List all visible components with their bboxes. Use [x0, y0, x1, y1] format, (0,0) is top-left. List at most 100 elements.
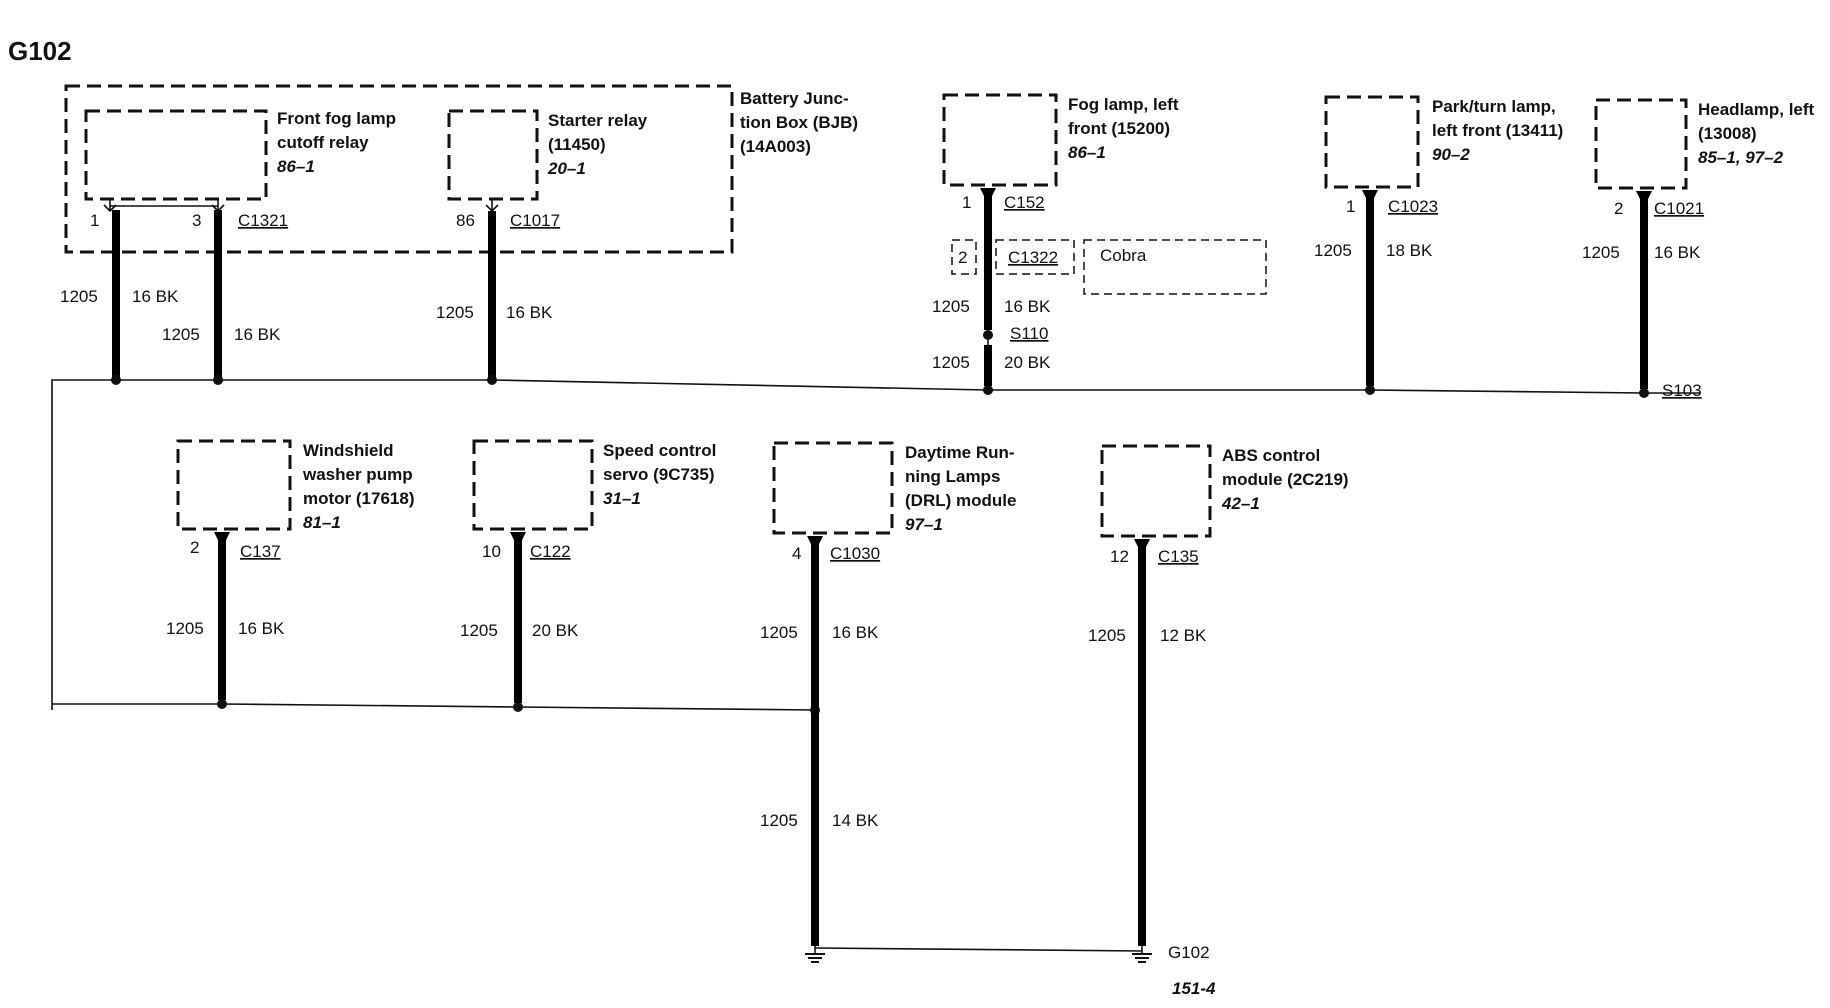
connector-c1023: C1023 — [1388, 197, 1438, 216]
junction-dot — [983, 385, 993, 395]
connector-c1321: C1321 — [238, 211, 288, 230]
park-turn-lamp-left-front — [1324, 95, 1420, 189]
ground-icon — [1132, 946, 1152, 963]
servo-pin: 10 — [482, 542, 501, 561]
park-lamp-ref: 90–2 — [1432, 145, 1470, 164]
gauge-label: 16 BK — [506, 303, 553, 322]
servo-ref: 31–1 — [603, 489, 641, 508]
abs-ref: 42–1 — [1221, 494, 1260, 513]
junction-dot — [513, 702, 523, 712]
c1322-pin: 2 — [958, 248, 967, 267]
servo-label-line1: Speed control — [603, 441, 716, 460]
fog-lamp-label-line2: front (15200) — [1068, 119, 1170, 138]
circuit-label: 1205 — [460, 621, 498, 640]
fog-relay-ref: 86–1 — [277, 157, 315, 176]
c1322-pin-box — [951, 239, 977, 275]
circuit-label: 1205 — [932, 297, 970, 316]
junction-dot — [487, 375, 497, 385]
abs-label-line2: module (2C219) — [1222, 470, 1349, 489]
diagram-title: G102 — [8, 36, 72, 66]
fog-lamp-label-line1: Fog lamp, left — [1068, 95, 1179, 114]
drl-label-line2: ning Lamps — [905, 467, 1000, 486]
gauge-label: 12 BK — [1160, 626, 1207, 645]
junction-dot — [1639, 388, 1649, 398]
circuit-label: 1205 — [60, 287, 98, 306]
circuit-label: 1205 — [1088, 626, 1126, 645]
windshield-washer-pump-motor — [176, 439, 292, 531]
circuit-label: 1205 — [1314, 241, 1352, 260]
fog-relay-label-line2: cutoff relay — [277, 133, 369, 152]
junction-dot — [1365, 385, 1375, 395]
abs-control-module — [1100, 444, 1212, 538]
circuit-label: 1205 — [1582, 243, 1620, 262]
front-fog-lamp-cutoff-relay — [84, 109, 268, 201]
pin-arrow-icon — [103, 199, 117, 213]
starter-relay-ref: 20–1 — [547, 159, 586, 178]
bjb-label-line3: (14A003) — [740, 137, 811, 156]
abs-label-line1: ABS control — [1222, 446, 1320, 465]
drl-ref: 97–1 — [905, 515, 943, 534]
starter-relay — [447, 109, 539, 201]
fog-lamp-pin: 1 — [962, 193, 971, 212]
connector-c152: C152 — [1004, 193, 1045, 212]
gauge-label: 20 BK — [532, 621, 579, 640]
gauge-label: 16 BK — [1004, 297, 1051, 316]
circuit-label: 1205 — [760, 623, 798, 642]
headlamp-label-line1: Headlamp, left — [1698, 100, 1815, 119]
circuit-label: 1205 — [166, 619, 204, 638]
ground-g102-label: G102 — [1168, 943, 1210, 962]
gauge-label: 16 BK — [832, 623, 879, 642]
washer-label-line1: Windshield — [303, 441, 394, 460]
connector-c1021: C1021 — [1654, 199, 1704, 218]
bjb-label-line2: tion Box (BJB) — [740, 113, 858, 132]
gauge-label: 16 BK — [1654, 243, 1701, 262]
abs-pin: 12 — [1110, 547, 1129, 566]
circuit-label: 1205 — [162, 325, 200, 344]
gauge-label: 16 BK — [234, 325, 281, 344]
gauge-label: 16 BK — [132, 287, 179, 306]
connector-c137: C137 — [240, 542, 281, 561]
speed-control-servo — [472, 439, 594, 531]
drl-label-line3: (DRL) module — [905, 491, 1016, 510]
drl-pin: 4 — [792, 544, 801, 563]
splice-s110: S110 — [1010, 324, 1048, 343]
connector-c1017: C1017 — [510, 211, 560, 230]
headlamp-ref: 85–1, 97–2 — [1698, 148, 1784, 167]
splice-dot — [983, 330, 993, 340]
gauge-label: 14 BK — [832, 811, 879, 830]
connector-c1030: C1030 — [830, 544, 880, 563]
washer-pin: 2 — [190, 538, 199, 557]
connector-c122: C122 — [530, 542, 571, 561]
ground-icon — [805, 946, 825, 963]
servo-label-line2: servo (9C735) — [603, 465, 715, 484]
splice-s103: S103 — [1662, 381, 1702, 400]
park-lamp-pin: 1 — [1346, 197, 1355, 216]
bjb-label-line1: Battery Junc- — [740, 89, 849, 108]
c1322-connector-box — [995, 239, 1075, 275]
starter-relay-pin-86: 86 — [456, 211, 475, 230]
fog-lamp-left-front — [942, 93, 1058, 187]
gauge-label: 16 BK — [238, 619, 285, 638]
headlamp-label-line2: (13008) — [1698, 124, 1757, 143]
fog-relay-label-line1: Front fog lamp — [277, 109, 396, 128]
lower-ground-bus — [52, 703, 816, 711]
headlamp-pin: 2 — [1614, 199, 1623, 218]
junction-dot — [111, 375, 121, 385]
ground-ref: 151-4 — [1172, 979, 1216, 998]
washer-label-line3: motor (17618) — [303, 489, 414, 508]
circuit-label: 1205 — [932, 353, 970, 372]
headlamp-left — [1594, 98, 1688, 190]
junction-dot — [213, 375, 223, 385]
pin-arrow-icon — [485, 199, 499, 213]
circuit-label: 1205 — [436, 303, 474, 322]
fog-relay-pin-3: 3 — [192, 211, 201, 230]
starter-relay-label-line2: (11450) — [548, 135, 606, 154]
washer-ref: 81–1 — [303, 513, 341, 532]
connector-c135: C135 — [1158, 547, 1199, 566]
cobra-note: Cobra — [1100, 246, 1147, 265]
park-lamp-label-line1: Park/turn lamp, — [1432, 97, 1556, 116]
park-lamp-label-line2: left front (13411) — [1432, 121, 1563, 140]
starter-relay-label-line1: Starter relay — [548, 111, 648, 130]
cobra-option-box — [1083, 239, 1267, 295]
